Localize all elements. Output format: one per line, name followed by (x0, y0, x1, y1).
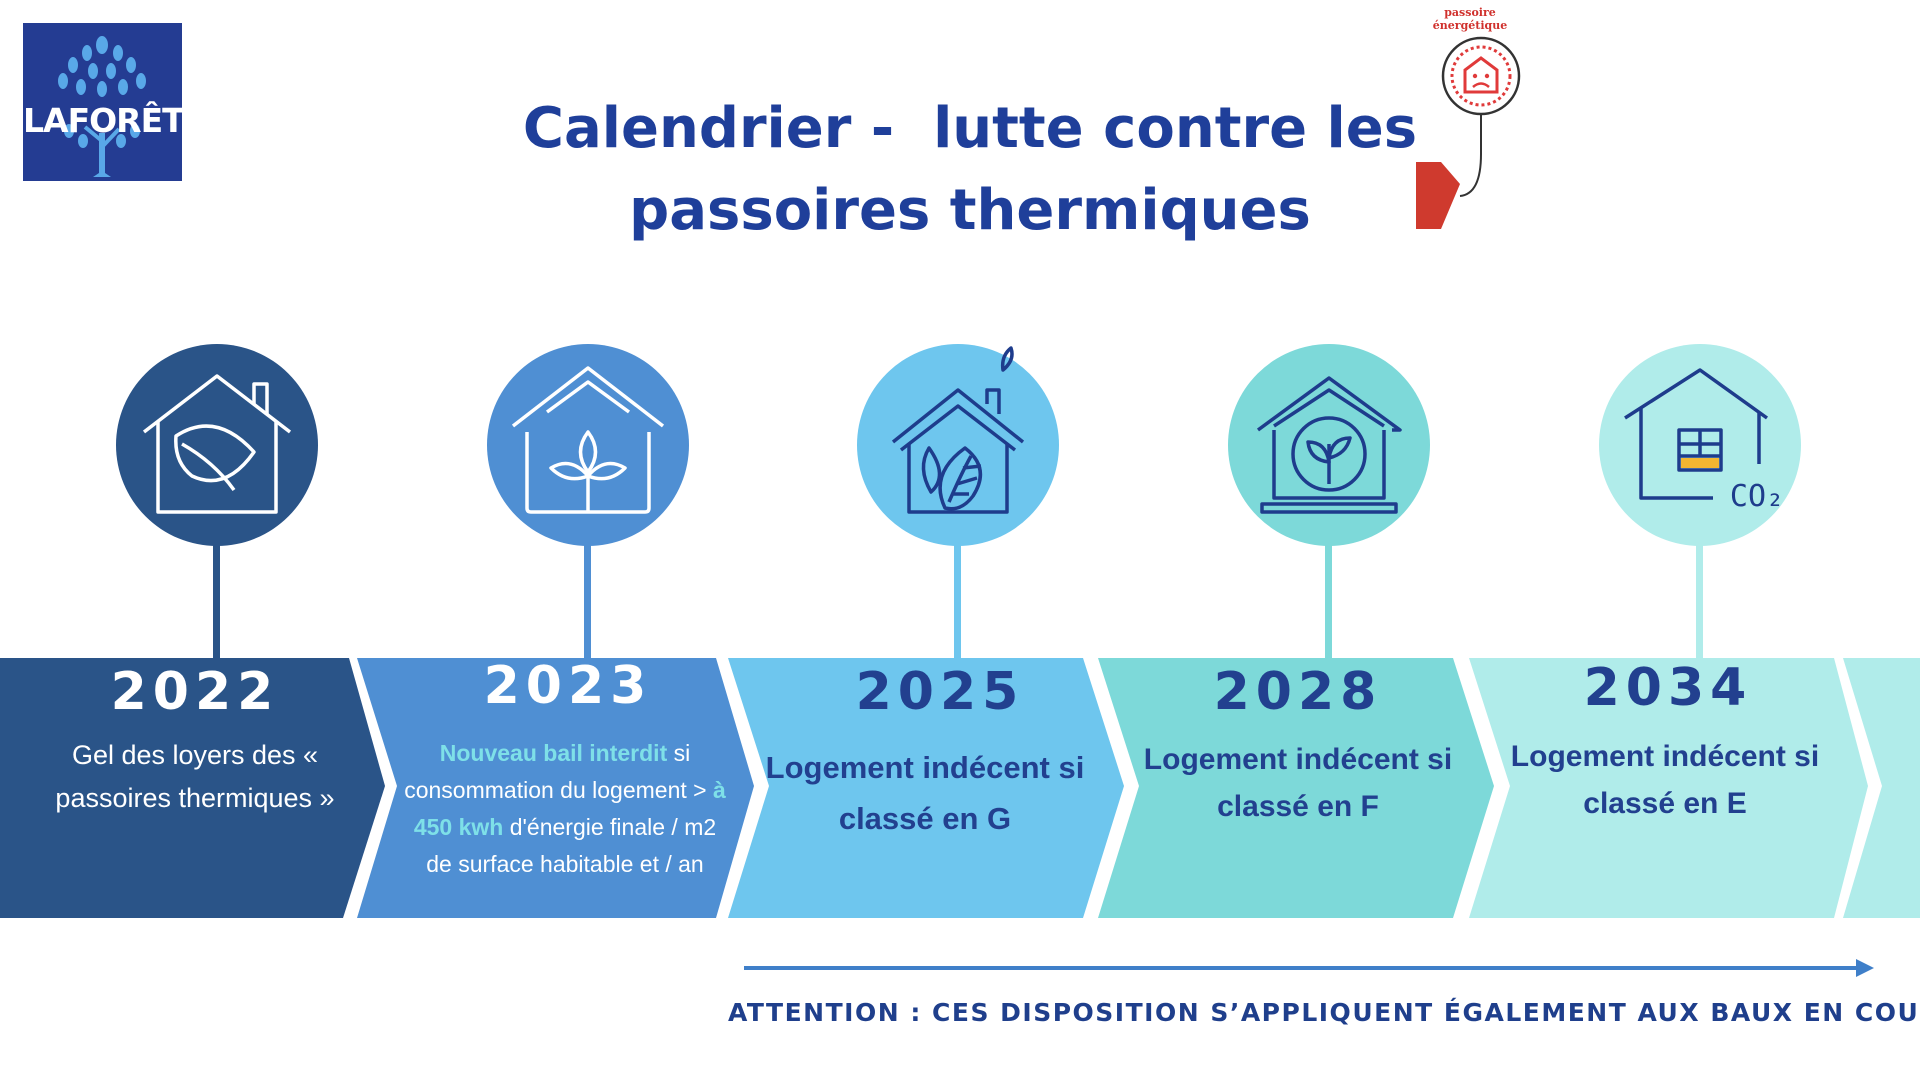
title-line-1: Calendrier - lutte contre les (522, 96, 1418, 161)
description-2025: Logement indécent si classé en G (765, 750, 1085, 836)
chevron-2034 (1469, 658, 1868, 918)
year-2023: 2023 (483, 656, 653, 716)
timeline-circle-2028 (1228, 344, 1430, 546)
logo-text: LAFORÊT (23, 101, 182, 140)
attention-notice: ATTENTION : CES DISPOSITION S’APPLIQUENT… (728, 998, 1920, 1027)
timeline-circle-2022 (116, 344, 318, 546)
house-sprout-icon (511, 366, 665, 514)
description-2023: Nouveau bail interdit si consommation du… (400, 735, 730, 883)
description-2028: Logement indécent si classé en F (1143, 743, 1453, 823)
chevron-2028 (1098, 658, 1494, 918)
house-leaf-icon (142, 374, 292, 514)
badge-label-1: passoire (1444, 6, 1496, 19)
timeline-stem (584, 544, 591, 660)
text-energie-finale: d'énergie finale / m2 de surface habitab… (426, 814, 717, 877)
tree-icon (58, 36, 146, 177)
timeline-stem (954, 544, 961, 660)
timeline-stem (1325, 544, 1332, 660)
timeline-circle-2034: CO₂ (1599, 344, 1801, 546)
co2-label: CO₂ (1730, 479, 1784, 514)
highlight-bail-interdit: Nouveau bail interdit (439, 740, 668, 766)
timeline-stem (1696, 544, 1703, 660)
text-consommation: si consommation du logement > (404, 740, 713, 803)
description-2022: Gel des loyers des « passoires thermique… (55, 740, 335, 813)
chevron-2025 (728, 658, 1124, 918)
house-leaves-icon (891, 346, 1025, 514)
page-title: Calendrier - lutte contre les passoires … (520, 88, 1420, 252)
house-plant-circle-icon (1256, 376, 1402, 514)
highlight-450-kwh: à 450 kwh (413, 777, 726, 840)
laforet-logo: LAFORÊT (23, 23, 182, 181)
year-2034: 2034 (1583, 658, 1753, 718)
badge-label-2: énergétique (1432, 19, 1508, 32)
house-co2-icon: CO₂ (1624, 368, 1784, 514)
description-2034: Logement indécent si classé en E (1510, 740, 1820, 820)
chevron-2023 (357, 658, 754, 918)
timeline-circle-2025 (857, 344, 1059, 546)
chevron-2022 (0, 658, 385, 918)
timeline-circle-2023 (487, 344, 689, 546)
title-line-2: passoires thermiques (629, 178, 1311, 243)
passoire-energetique-badge: passoire énergétique (1410, 4, 1530, 240)
year-2022: 2022 (110, 662, 280, 722)
chevron-next (1843, 658, 1920, 918)
year-2028: 2028 (1213, 662, 1383, 722)
sad-house-tag-icon (1416, 36, 1521, 229)
timeline-arrow-icon (744, 959, 1874, 977)
year-2025: 2025 (855, 662, 1025, 722)
timeline-stem (213, 544, 220, 660)
